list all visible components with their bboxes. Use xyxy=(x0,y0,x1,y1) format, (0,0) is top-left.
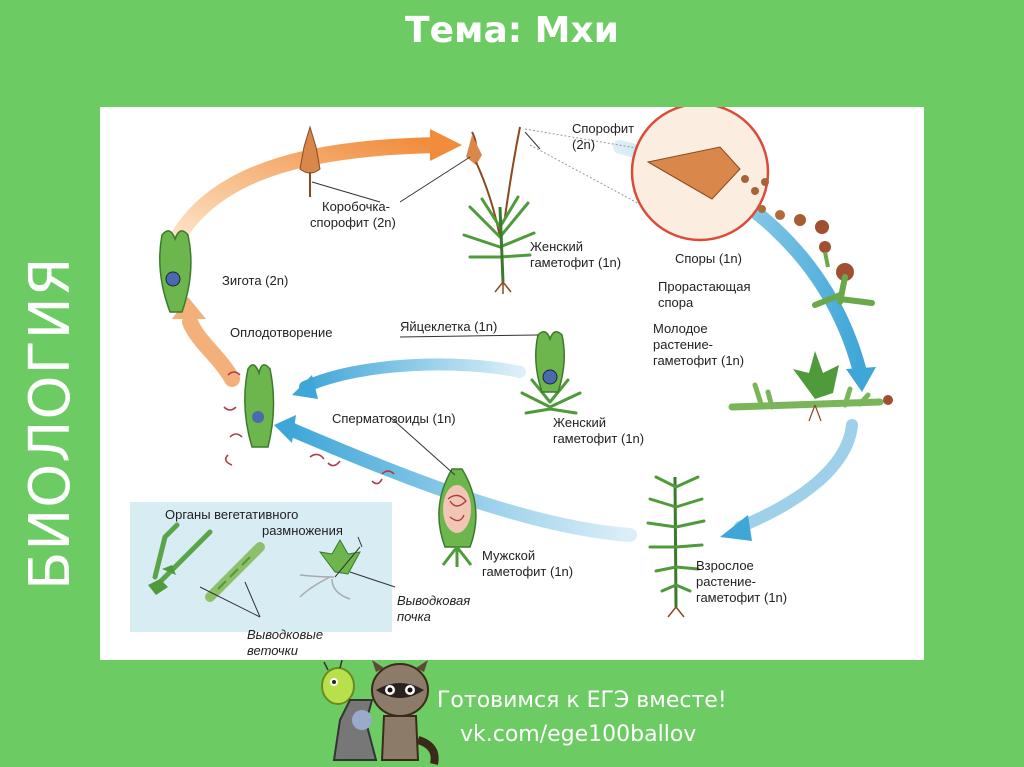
label-zygote: Зигота (2n) xyxy=(222,273,289,288)
label-fertilization: Оплодотворение xyxy=(230,325,333,340)
label-sporophyte: Спорофит xyxy=(572,121,635,136)
arrow-to-sporophyte xyxy=(170,137,448,245)
label-brood-bud-line1: Выводковая xyxy=(397,593,471,608)
label-germinating-line2: спора xyxy=(658,295,694,310)
side-label-biology: БИОЛОГИЯ xyxy=(18,256,83,590)
moss-lifecycle-diagram xyxy=(130,107,893,632)
label-brood-branches-line1: Выводковые xyxy=(247,627,324,642)
germinating-spore xyxy=(812,241,875,308)
arrow-head-blue-adult xyxy=(720,515,752,541)
arrow-head-blue-right xyxy=(846,367,876,392)
label-capsule-line1: Коробочка- xyxy=(322,199,390,214)
label-young-line1: Молодое xyxy=(653,321,708,336)
arrow-head-orange-left xyxy=(172,297,206,319)
label-male-line1: Мужской xyxy=(482,548,536,563)
label-sperm: Сперматозоиды (1n) xyxy=(332,411,456,426)
sporophyte-capsule-zoom xyxy=(524,107,770,242)
label-female-top-line2: гаметофит (1n) xyxy=(530,255,622,270)
label-germinating-line1: Прорастающая xyxy=(658,279,751,294)
brood-branches xyxy=(148,522,265,602)
diagram-panel: Спорофит (2n) Коробочка- спорофит (2n) Ж… xyxy=(100,107,924,660)
label-female-top-line1: Женский xyxy=(530,239,583,254)
brood-bud xyxy=(299,538,361,600)
fertilization-archegonium xyxy=(223,364,275,466)
sperm-cells xyxy=(309,453,395,485)
label-vegetative-line2: размножения xyxy=(262,523,343,538)
male-gametophyte xyxy=(438,468,477,567)
arrow-head-blue-egg xyxy=(292,375,318,399)
footer-vk-link[interactable]: vk.com/ege100ballov xyxy=(460,722,697,747)
adult-gametophyte xyxy=(646,475,706,618)
label-brood-bud-line2: почка xyxy=(397,609,431,624)
arrow-head-blue-sperm xyxy=(274,415,296,443)
arrow-to-zygote xyxy=(182,314,240,387)
label-capsule-line2: спорофит (2n) xyxy=(310,215,396,230)
label-adult-line1: Взрослое xyxy=(696,558,754,573)
footer-line1: Готовимся к ЕГЭ вместе! xyxy=(437,688,727,713)
label-adult-line2: растение- xyxy=(696,574,756,589)
raccoon-mascot-icon xyxy=(321,660,439,765)
label-male-line2: гаметофит (1n) xyxy=(482,564,574,579)
female-gametophyte-top xyxy=(462,126,536,294)
female-gametophyte-middle xyxy=(520,331,582,415)
arrow-egg-to-fertilization xyxy=(299,358,526,393)
leader-lines xyxy=(199,131,541,618)
zygote-cell xyxy=(159,230,192,313)
young-gametophyte xyxy=(728,351,893,422)
arrow-to-adult-gametophyte xyxy=(734,419,858,533)
label-egg: Яйцеклетка (1n) xyxy=(400,319,498,334)
label-female-mid-line2: гаметофит (1n) xyxy=(553,431,645,446)
slide-title: Тема: Мхи xyxy=(405,10,619,51)
label-vegetative-line1: Органы вегетативного xyxy=(165,507,299,522)
label-female-mid-line1: Женский xyxy=(553,415,606,430)
label-spores: Споры (1n) xyxy=(675,251,742,266)
arrow-head-orange-top xyxy=(430,129,462,161)
label-sporophyte-ploidy: (2n) xyxy=(572,137,596,152)
label-young-line2: растение- xyxy=(653,337,713,352)
capsule-sporophyte xyxy=(299,125,321,197)
label-young-line3: гаметофит (1n) xyxy=(653,353,745,368)
label-brood-branches-line2: веточки xyxy=(247,643,299,658)
label-adult-line3: гаметофит (1n) xyxy=(696,590,788,605)
spores xyxy=(758,205,829,234)
